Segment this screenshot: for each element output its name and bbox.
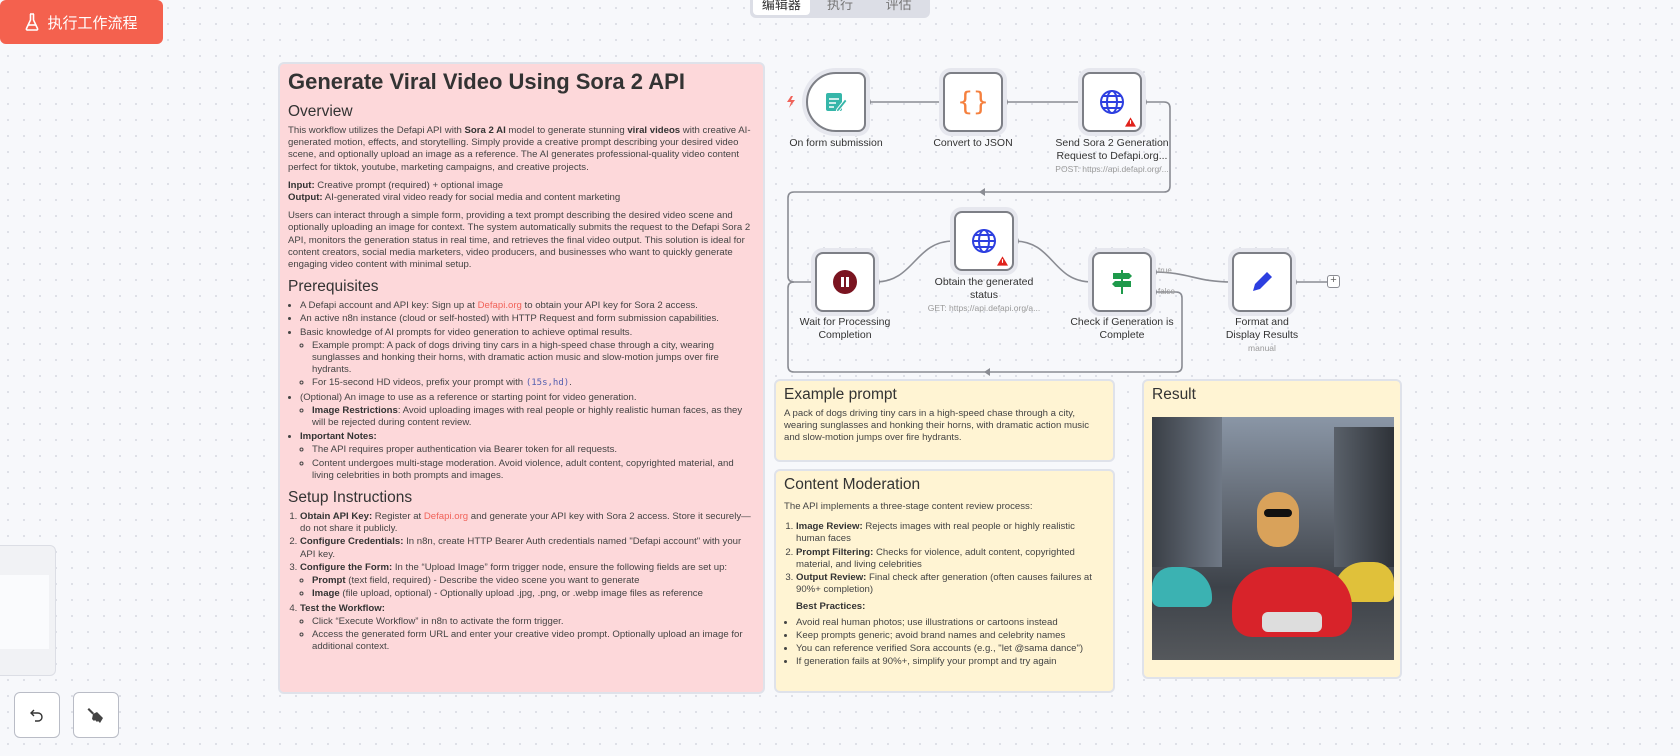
best-practices-label: Best Practices: (796, 601, 866, 613)
broom-icon (87, 708, 103, 723)
defapi-link[interactable]: Defapi.org (477, 300, 522, 312)
example-prompt-text: A pack of dogs driving tiny cars in a hi… (784, 408, 1090, 444)
prerequisites-list: A Defapi account and API key: Sign up at… (288, 300, 755, 482)
true-branch-label: true (1158, 266, 1172, 275)
sticky-note-result[interactable]: Result (1142, 379, 1402, 679)
globe-icon (972, 229, 996, 253)
node-label: Wait for Processing Completion (799, 316, 891, 341)
overview-heading: Overview (288, 103, 353, 120)
execute-workflow-button[interactable]: 执行工作流程 (0, 0, 163, 44)
form-icon (826, 93, 848, 113)
undo-icon (30, 709, 43, 722)
node-format-display-results[interactable] (1232, 252, 1292, 312)
moderation-intro: The API implements a three-stage content… (784, 501, 1033, 512)
trigger-bolt-icon (787, 96, 795, 108)
node-label: Obtain the generated status (934, 276, 1034, 301)
connection-check-true-format (1151, 271, 1233, 283)
node-send-sora-request[interactable] (1082, 72, 1142, 132)
overview-paragraph: This workflow utilizes the Defapi API wi… (288, 125, 751, 173)
prerequisites-heading: Prerequisites (288, 278, 379, 296)
add-node-button[interactable]: + (1327, 275, 1340, 288)
tab-executions[interactable]: 执行 (827, 0, 854, 12)
setup-heading: Setup Instructions (288, 489, 413, 507)
node-subtitle: POST: https://api.defapi.org/... (1055, 164, 1169, 174)
note-title: Generate Viral Video Using Sora 2 API (288, 69, 685, 94)
warning-icon (997, 256, 1008, 266)
warning-icon (1125, 117, 1136, 127)
view-tabs: 编辑器 执行 评估 (750, 0, 930, 18)
node-label: Convert to JSON (933, 137, 1013, 149)
node-on-form-submission[interactable] (806, 72, 866, 132)
node-label: Format and Display Results (1225, 316, 1299, 341)
node-obtain-status[interactable] (954, 211, 1014, 271)
note-title: Content Moderation (784, 476, 921, 493)
note-title: Example prompt (784, 386, 897, 403)
signpost-icon (1112, 270, 1132, 294)
moderation-steps: Image Review: Rejects images with real p… (784, 521, 1105, 596)
tab-editor[interactable]: 编辑器 (753, 0, 810, 15)
globe-icon (1100, 90, 1124, 114)
pause-icon (833, 270, 857, 294)
note-title: Result (1152, 386, 1196, 403)
node-check-generation-complete[interactable] (1092, 252, 1152, 312)
node-label: On form submission (789, 137, 883, 149)
defapi-link[interactable]: Defapi.org (423, 511, 469, 523)
sticky-note-overview[interactable]: Generate Viral Video Using Sora 2 API Ov… (278, 62, 765, 694)
tidy-up-button[interactable] (73, 692, 119, 738)
flask-icon (26, 13, 39, 31)
node-subtitle: manual (1248, 343, 1276, 353)
undo-button[interactable] (14, 692, 60, 738)
sticky-note-example-prompt[interactable]: Example prompt A pack of dogs driving ti… (774, 379, 1115, 462)
node-label: Check if Generation is Complete (1070, 316, 1174, 341)
connection-check-false-wait (787, 281, 1183, 373)
node-label: Send Sora 2 Generation Request to Defapi… (1055, 137, 1169, 162)
test-workflow-step: Test the Workflow: (300, 602, 385, 614)
execute-workflow-label: 执行工作流程 (47, 14, 138, 32)
node-convert-to-json[interactable]: {} (943, 72, 1003, 132)
false-branch-label: false (1158, 287, 1175, 296)
overview-usage: Users can interact through a simple form… (288, 210, 751, 271)
sticky-note-content-moderation[interactable]: Content Moderation The API implements a … (774, 469, 1115, 693)
setup-list: Obtain API Key: Register at Defapi.org a… (288, 511, 755, 653)
node-wait-for-processing[interactable] (815, 252, 875, 312)
pen-icon (1253, 272, 1272, 291)
connection-wait-obtain (874, 240, 955, 283)
input-output: Input: Creative prompt (required) + opti… (288, 179, 621, 204)
node-subtitle: GET: https://api.defapi.org/a... (927, 303, 1041, 313)
best-practices-list: Avoid real human photos; use illustratio… (784, 617, 1105, 669)
tab-evaluations[interactable]: 评估 (885, 0, 912, 12)
result-image (1152, 417, 1394, 660)
braces-icon: {} (957, 87, 989, 117)
side-panel (0, 545, 56, 676)
connection-obtain-check (1013, 240, 1093, 283)
